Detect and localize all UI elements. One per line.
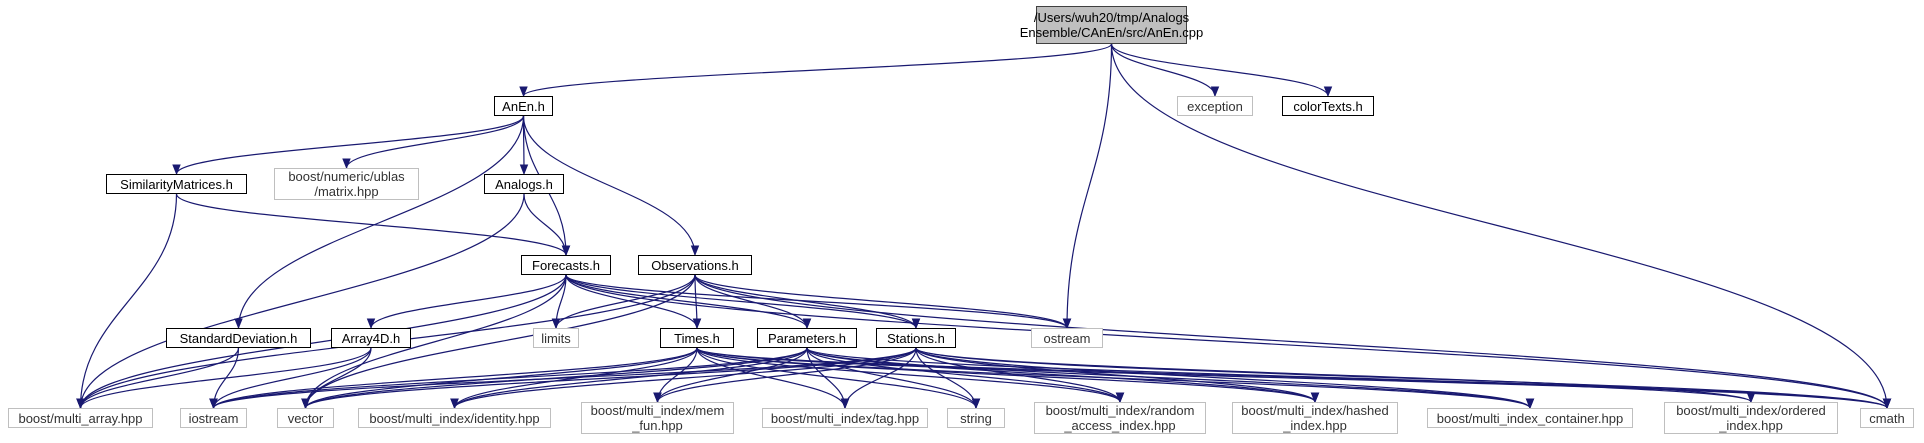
edge-forecasts_h-to-stations_h xyxy=(565,274,921,330)
edge-array4d_h-to-multi_array xyxy=(76,347,372,410)
edge-observations_h-to-ostream xyxy=(694,274,1072,330)
edge-parameters_h-to-hashed_index xyxy=(806,347,1320,404)
node-multi-array: boost/multi_array.hpp xyxy=(8,408,153,428)
edge-times_h-to-string xyxy=(696,347,981,410)
edge-times_h-to-cmath xyxy=(696,347,1891,410)
node-tag: boost/multi_index/tag.hpp xyxy=(762,408,928,428)
node-random-access-index: boost/multi_index/random _access_index.h… xyxy=(1034,402,1206,434)
node-anen-h[interactable]: AnEn.h xyxy=(494,96,553,116)
node-mem-fun: boost/multi_index/mem _fun.hpp xyxy=(581,402,734,434)
edge-stations_h-to-identity xyxy=(450,347,917,410)
edge-anen_cpp-to-anen_h xyxy=(519,43,1113,98)
node-anen-cpp[interactable]: /Users/wuh20/tmp/Analogs Ensemble/CAnEn/… xyxy=(1020,6,1203,44)
edge-anen_h-to-similaritymatrices_h xyxy=(172,115,525,176)
node-similaritymatrices-h[interactable]: SimilarityMatrices.h xyxy=(106,174,247,194)
edge-stations_h-to-hashed_index xyxy=(915,347,1320,404)
node-vector: vector xyxy=(277,408,334,428)
node-standarddeviation-h[interactable]: StandardDeviation.h xyxy=(166,328,311,348)
node-stations-h[interactable]: Stations.h xyxy=(876,328,956,348)
edge-stations_h-to-multi_index_container xyxy=(915,347,1535,410)
node-string: string xyxy=(947,408,1005,428)
node-times-h[interactable]: Times.h xyxy=(660,328,734,348)
node-colortexts-h[interactable]: colorTexts.h xyxy=(1282,96,1374,116)
node-ostream: ostream xyxy=(1031,328,1103,348)
edge-stations_h-to-tag xyxy=(840,347,917,410)
node-hashed-index: boost/multi_index/hashed _index.hpp xyxy=(1232,402,1398,434)
edge-array4d_h-to-iostream xyxy=(209,347,372,410)
edge-anen_cpp-to-exception xyxy=(1110,43,1220,98)
node-ordered-index: boost/multi_index/ordered _index.hpp xyxy=(1664,402,1838,434)
edge-forecasts_h-to-ostream xyxy=(565,274,1072,330)
edge-stations_h-to-iostream xyxy=(209,347,917,410)
node-ublas-matrix: boost/numeric/ublas /matrix.hpp xyxy=(274,168,419,200)
node-parameters-h[interactable]: Parameters.h xyxy=(757,328,857,348)
edge-forecasts_h-to-cmath xyxy=(565,274,1892,410)
edge-stations_h-to-string xyxy=(915,347,981,410)
edge-anen_h-to-observations_h xyxy=(522,115,700,257)
edge-anen_cpp-to-ostream xyxy=(1062,43,1113,330)
edge-analogs_h-to-forecasts_h xyxy=(523,193,571,257)
node-array4d-h[interactable]: Array4D.h xyxy=(331,328,411,348)
edge-stations_h-to-random_access xyxy=(915,347,1125,404)
edge-forecasts_h-to-vector xyxy=(301,274,567,410)
edge-stations_h-to-vector xyxy=(301,347,917,410)
edge-standarddeviation_h-to-multi_array xyxy=(76,347,240,410)
node-exception: exception xyxy=(1177,96,1253,116)
edge-parameters_h-to-iostream xyxy=(209,347,808,410)
edge-anen_cpp-to-colortexts_h xyxy=(1110,43,1333,98)
edge-similaritymatrices_h-to-forecasts_h xyxy=(175,193,571,257)
node-iostream: iostream xyxy=(180,408,247,428)
edge-anen_h-to-ublas_matrix xyxy=(342,115,525,170)
edge-times_h-to-iostream xyxy=(209,347,698,410)
edge-forecasts_h-to-parameters_h xyxy=(565,274,812,330)
edge-forecasts_h-to-multi_array xyxy=(76,274,567,410)
edge-parameters_h-to-multi_index_container xyxy=(806,347,1535,410)
edge-observations_h-to-stations_h xyxy=(694,274,921,330)
node-identity: boost/multi_index/identity.hpp xyxy=(358,408,551,428)
node-limits: limits xyxy=(533,328,579,348)
edge-forecasts_h-to-times_h xyxy=(565,274,702,330)
edge-parameters_h-to-identity xyxy=(450,347,808,410)
node-cmath: cmath xyxy=(1860,408,1914,428)
edge-analogs_h-to-multi_array xyxy=(76,193,525,410)
node-multi-index-container: boost/multi_index_container.hpp xyxy=(1427,408,1633,428)
node-forecasts-h[interactable]: Forecasts.h xyxy=(521,255,611,275)
edge-anen_h-to-standarddeviation_h xyxy=(234,115,525,330)
edge-observations_h-to-limits xyxy=(551,274,696,330)
edge-array4d_h-to-vector xyxy=(301,347,372,410)
edge-parameters_h-to-random_access xyxy=(806,347,1125,404)
edge-observations_h-to-vector xyxy=(301,274,696,410)
edge-parameters_h-to-string xyxy=(806,347,981,410)
edge-forecasts_h-to-array4d_h xyxy=(366,274,567,330)
edge-times_h-to-tag xyxy=(696,347,850,410)
edge-similaritymatrices_h-to-multi_array xyxy=(76,193,178,410)
edge-observations_h-to-times_h xyxy=(692,274,702,330)
edge-observations_h-to-cmath xyxy=(694,274,1892,410)
edge-times_h-to-ordered_index xyxy=(696,347,1755,404)
node-analogs-h[interactable]: Analogs.h xyxy=(484,174,564,194)
edge-times_h-to-random_access xyxy=(696,347,1125,404)
node-observations-h[interactable]: Observations.h xyxy=(638,255,752,275)
edge-anen_cpp-to-cmath xyxy=(1110,43,1892,410)
edge-stations_h-to-mem_fun xyxy=(653,347,917,404)
edge-stations_h-to-cmath xyxy=(915,347,1891,410)
edge-observations_h-to-parameters_h xyxy=(694,274,812,330)
